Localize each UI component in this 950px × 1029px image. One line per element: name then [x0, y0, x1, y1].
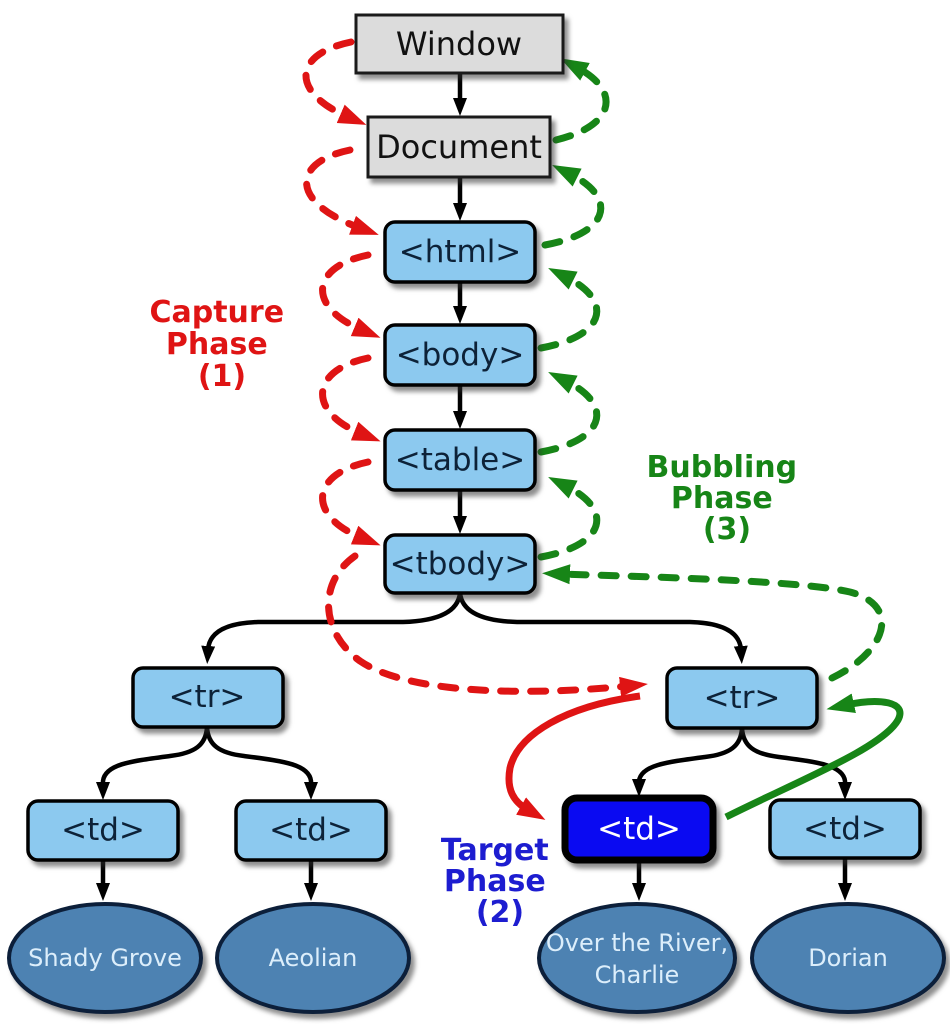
capture-phase-arrows	[302, 38, 648, 820]
bubble-arc-table-body	[537, 372, 601, 456]
td-left-2-label: <td>	[269, 812, 353, 848]
html-label: <html>	[399, 234, 522, 270]
tree-edge-tbody-tr-right	[457, 592, 748, 664]
tree-edge-tr-right-td-target	[632, 727, 745, 797]
bubbling-phase-arrows	[537, 58, 904, 821]
tbody-box	[383, 533, 537, 595]
tr-left-box	[131, 666, 285, 729]
aeolian-label: Aeolian	[269, 944, 358, 972]
td-target-box	[561, 794, 717, 864]
table-label: <table>	[395, 442, 525, 478]
tree-edge-tr-right-td-right	[739, 727, 852, 800]
capture-arc-table-tbody	[319, 458, 381, 546]
tbody-label: <tbody>	[390, 546, 531, 582]
capture-arc-tbody-tr-right	[325, 552, 648, 697]
node-td-left-2: <td>	[234, 799, 388, 862]
dorian-ellipse	[750, 902, 946, 1014]
target-phase-label: Target Phase (2)	[441, 833, 559, 930]
td-left-2-box	[234, 799, 388, 862]
capture-arc-body-table	[319, 354, 381, 442]
tree-edge-tr-left-td2	[204, 726, 318, 800]
node-td-target: <td>	[561, 794, 717, 864]
over-the-river-label-line1: Over the River,	[546, 929, 728, 957]
node-tbody: <tbody>	[383, 533, 537, 595]
shady-grove-ellipse	[7, 902, 203, 1014]
capture-arc-html-body	[319, 251, 381, 338]
bubble-arc-body-html	[537, 268, 601, 352]
node-document: Document	[366, 115, 552, 179]
leaf-shady-grove: Shady Grove	[7, 902, 203, 1014]
dorian-label: Dorian	[808, 944, 888, 972]
td-left-1-label: <td>	[61, 812, 145, 848]
tr-right-box	[665, 666, 819, 730]
bubble-arrow-td-target-tr	[724, 693, 904, 821]
node-html: <html>	[383, 220, 537, 284]
tr-left-label: <tr>	[169, 679, 246, 715]
node-td-right: <td>	[768, 798, 922, 860]
over-the-river-ellipse	[537, 902, 737, 1014]
bubble-arc-tbody-table	[537, 477, 601, 561]
table-box	[383, 428, 537, 492]
body-label: <body>	[396, 337, 525, 373]
tree-edge-tr-left-td1	[96, 726, 210, 800]
node-tr-right: <tr>	[665, 666, 819, 730]
window-label: Window	[396, 25, 522, 63]
bubbling-phase-label: Bubbling Phase (3)	[646, 450, 807, 547]
leaf-over-the-river: Over the River, Charlie	[537, 902, 737, 1014]
capture-arc-document-html	[303, 146, 379, 235]
node-window: Window	[354, 13, 565, 75]
leaf-dorian: Dorian	[750, 902, 946, 1014]
bubble-arc-html-document	[541, 165, 605, 249]
tr-right-label: <tr>	[704, 680, 781, 716]
bubble-arc-document-window	[552, 58, 610, 144]
node-body: <body>	[383, 323, 537, 387]
node-table: <table>	[383, 428, 537, 492]
bubble-arc-tr-tbody	[542, 564, 886, 682]
leaf-aeolian: Aeolian	[215, 902, 411, 1014]
capture-phase-label: Capture Phase (1)	[149, 295, 294, 394]
html-box	[383, 220, 537, 284]
window-box	[354, 13, 565, 75]
capture-arc-window-document	[302, 38, 367, 125]
shady-grove-label: Shady Grove	[28, 944, 182, 972]
over-the-river-label-line2: Charlie	[595, 961, 680, 989]
td-right-label: <td>	[803, 811, 887, 847]
document-label: Document	[376, 128, 542, 166]
td-target-label: <td>	[597, 811, 681, 847]
body-box	[383, 323, 537, 387]
node-tr-left: <tr>	[131, 666, 285, 729]
td-right-box	[768, 798, 922, 860]
capture-arrow-tr-td-target	[505, 692, 641, 820]
aeolian-ellipse	[215, 902, 411, 1014]
td-left-1-box	[26, 799, 180, 862]
document-box	[366, 115, 552, 179]
node-td-left-1: <td>	[26, 799, 180, 862]
